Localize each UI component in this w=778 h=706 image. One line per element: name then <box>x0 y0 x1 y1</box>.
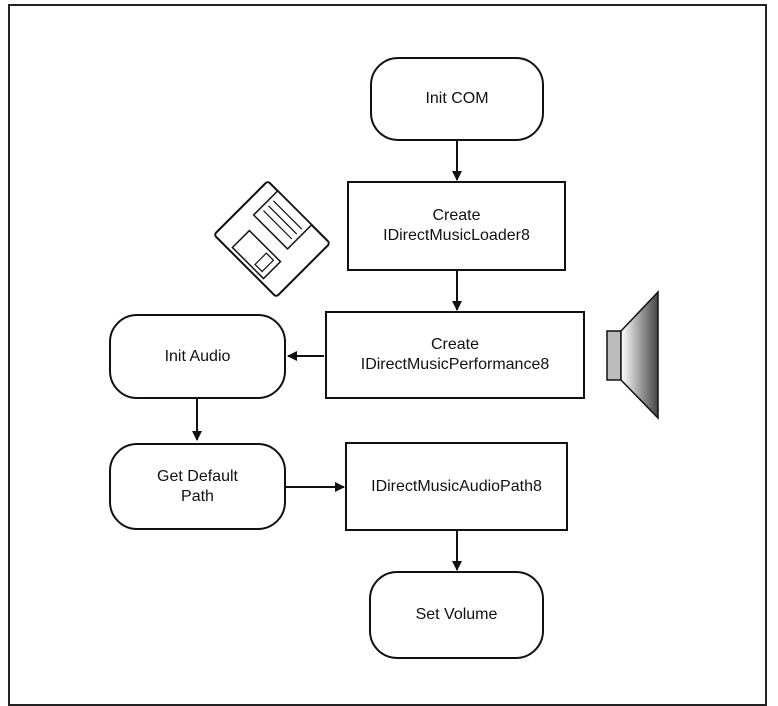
set-volume-node: Set Volume <box>369 571 544 659</box>
get-default-path-label: Get Default Path <box>157 467 238 505</box>
set-volume-label: Set Volume <box>415 606 498 623</box>
create-loader-label: Create IDirectMusicLoader8 <box>383 207 530 244</box>
init-audio-node: Init Audio <box>109 314 286 399</box>
create-performance-label: Create IDirectMusicPerformance8 <box>360 336 550 373</box>
init-audio-label: Init Audio <box>164 347 231 365</box>
init-com-node: Init COM <box>370 57 544 141</box>
audio-path-node: IDirectMusicAudioPath8 <box>345 442 568 531</box>
init-com-label: Init COM <box>425 90 489 107</box>
create-performance-node: Create IDirectMusicPerformance8 <box>325 311 585 399</box>
get-default-path-node: Get Default Path <box>109 443 286 530</box>
audio-path-label: IDirectMusicAudioPath8 <box>371 477 542 495</box>
create-loader-node: Create IDirectMusicLoader8 <box>347 181 566 271</box>
